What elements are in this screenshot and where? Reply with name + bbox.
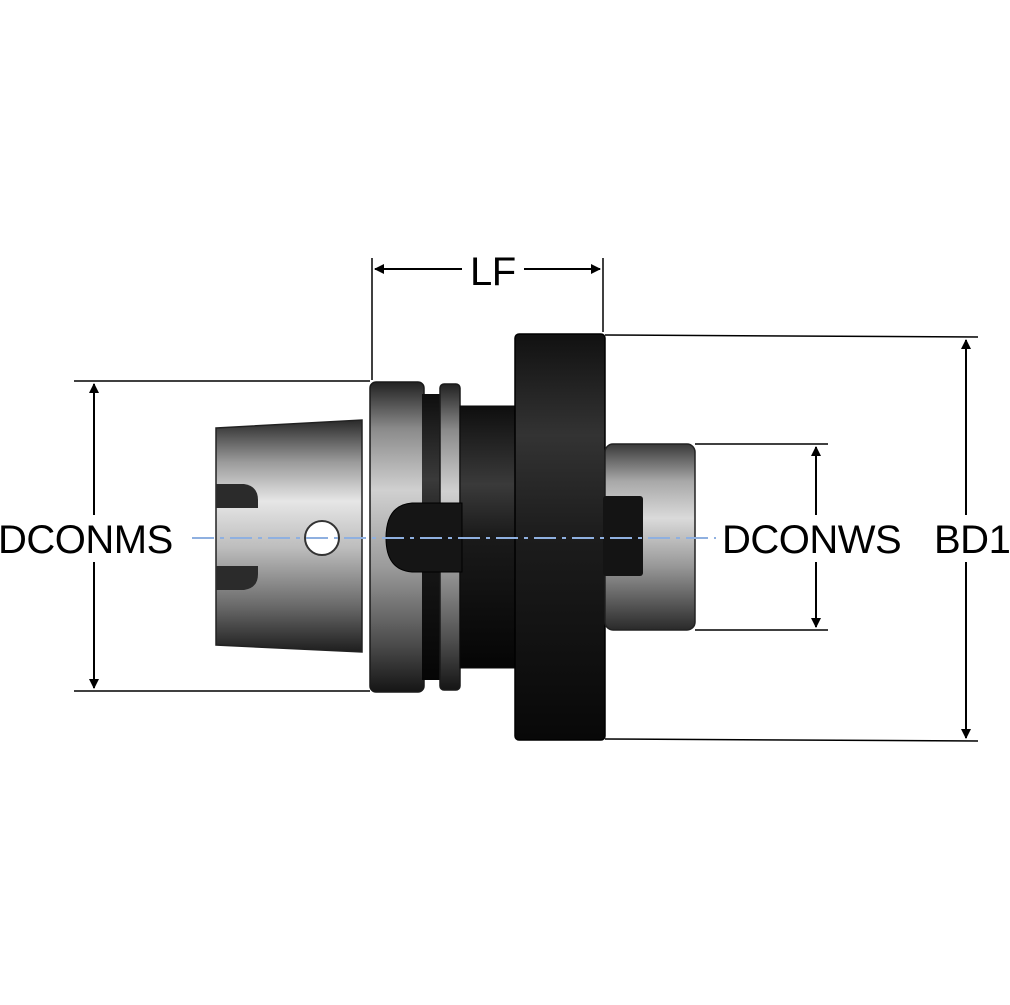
dimension-dconws: [695, 443, 828, 631]
dimension-lf: [371, 258, 604, 380]
label-dconws: DCONWS: [722, 518, 902, 562]
dimension-bd1: [604, 334, 979, 742]
bd1-extension-top: [604, 334, 979, 338]
label-lf: LF: [470, 250, 516, 294]
label-bd1: BD1: [934, 518, 1010, 562]
dimension-dconms: [74, 380, 370, 692]
label-dconms: DCONMS: [0, 518, 173, 562]
taper-shank: [215, 419, 363, 653]
drive-slot-upper: [216, 484, 258, 508]
drive-slot-lower: [216, 566, 258, 590]
pilot-key: [603, 496, 643, 576]
bd1-extension-bottom: [604, 738, 979, 742]
